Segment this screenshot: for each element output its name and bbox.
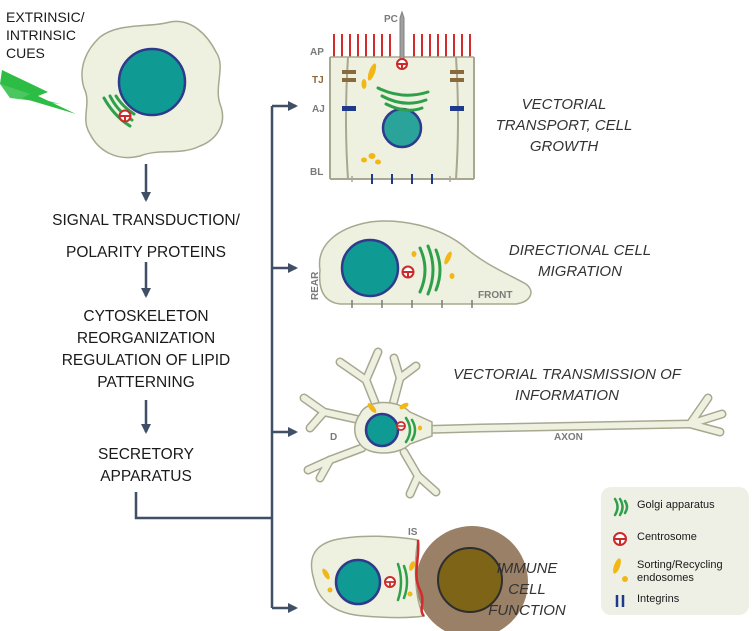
branching-connector [134,101,298,613]
legend-item-golgi: Golgi apparatus [601,497,749,517]
step-cytoskeleton: CYTOSKELETON REORGANIZATION REGULATION O… [30,306,262,394]
neuron-golgi-icon [404,416,417,444]
synapse-line [415,539,426,617]
function-immune-cell: IMMUNE CELL FUNCTION [480,558,574,621]
polarized-source-cell [81,20,224,159]
legend-item-endosomes: Sorting/Recycling endosomes [601,557,749,587]
step-line: CYTOSKELETON [83,308,209,325]
migrating-cell: REAR FRONT [310,220,532,308]
step-line: REORGANIZATION [76,330,216,347]
step-line: SIGNAL TRANSDUCTION/ [52,212,240,229]
epithelial-integrins [371,174,433,184]
neuron-cell: D AXON [299,347,727,499]
function-cell-migration: DIRECTIONAL CELL MIGRATION [500,240,660,282]
legend-item-integrins: Integrins [601,591,749,611]
step-signal-transduction: SIGNAL TRANSDUCTION/ POLARITY PROTEINS [30,210,262,264]
label-aj: AJ [312,104,325,115]
legend-label: Centrosome [637,531,697,543]
function-line: IMMUNE [496,560,558,577]
function-line: TRANSPORT, CELL [495,117,633,134]
immune-synapse: IS [310,526,528,631]
function-line: FUNCTION [488,602,566,619]
epithelial-endosomes [361,63,381,165]
epithelial-centrosome-icon [396,58,408,70]
label-bl: BL [310,167,323,178]
cues-label: EXTRINSIC/ INTRINSIC CUES [6,8,85,62]
step-line: POLARITY PROTEINS [66,244,226,261]
label-ap: AP [310,47,324,58]
function-line: INFORMATION [515,387,619,404]
migration-centrosome-icon [401,265,415,279]
function-line: GROWTH [529,138,599,155]
microvilli [333,34,471,58]
function-information-transmission: VECTORIAL TRANSMISSION OF INFORMATION [450,364,684,406]
immune-golgi-icon [396,562,409,602]
legend-label: endosomes [637,572,694,584]
label-axon: AXON [554,432,583,443]
function-line: VECTORIAL TRANSMISSION OF [453,366,681,383]
label-front: FRONT [478,290,512,301]
tight-junctions [342,70,464,82]
label-pc: PC [384,14,398,25]
step-line: APPARATUS [100,468,192,485]
step-line: PATTERNING [97,374,195,391]
label-d: D [330,432,337,443]
function-line: DIRECTIONAL CELL [508,242,652,259]
cues-line: CUES [6,45,45,61]
step-line: SECRETORY [98,446,194,463]
neuron-endosomes [367,402,422,431]
step-secretory-apparatus: SECRETORY APPARATUS [30,444,262,488]
function-line: CELL [508,581,546,598]
golgi-icon [613,497,629,517]
migration-integrins [351,300,473,308]
legend-item-centrosome: Centrosome [601,529,749,549]
cues-line: EXTRINSIC/ [6,9,85,25]
function-vectorial-transport: VECTORIAL TRANSPORT, CELL GROWTH [490,94,638,157]
legend: Golgi apparatus Centrosome Sorting/Recyc… [601,487,749,615]
label-tj: TJ [312,75,324,86]
endosome-icon [613,558,628,582]
cues-lightning-icon [0,70,76,114]
migration-endosomes [411,251,455,279]
step-line: REGULATION OF LIPID [61,352,231,369]
migration-golgi-icon [418,244,442,296]
epithelial-cell: PC AP TJ AJ BL [310,10,475,184]
immune-centrosome-icon [384,576,396,588]
immune-endosomes [322,561,415,597]
epithelial-golgi-icon [376,86,430,112]
centrosome-icon [118,109,132,123]
legend-label: Golgi apparatus [637,499,715,511]
cues-line: INTRINSIC [6,27,76,43]
neuron-dendrites-fill [301,349,725,497]
target-nucleus [437,547,503,613]
legend-label: Integrins [637,593,680,605]
label-rear: REAR [310,271,321,300]
centrosome-icon [613,532,627,546]
legend-label: Sorting/Recycling [637,559,723,571]
primary-cilium-icon [399,10,405,61]
function-line: MIGRATION [538,263,622,280]
adherens-junctions [342,106,464,111]
integrin-icon [615,595,625,607]
epithelial-tick-marks [351,176,451,182]
neuron-centrosome-icon [396,421,406,431]
function-line: VECTORIAL [521,96,607,113]
label-is: IS [408,527,418,538]
